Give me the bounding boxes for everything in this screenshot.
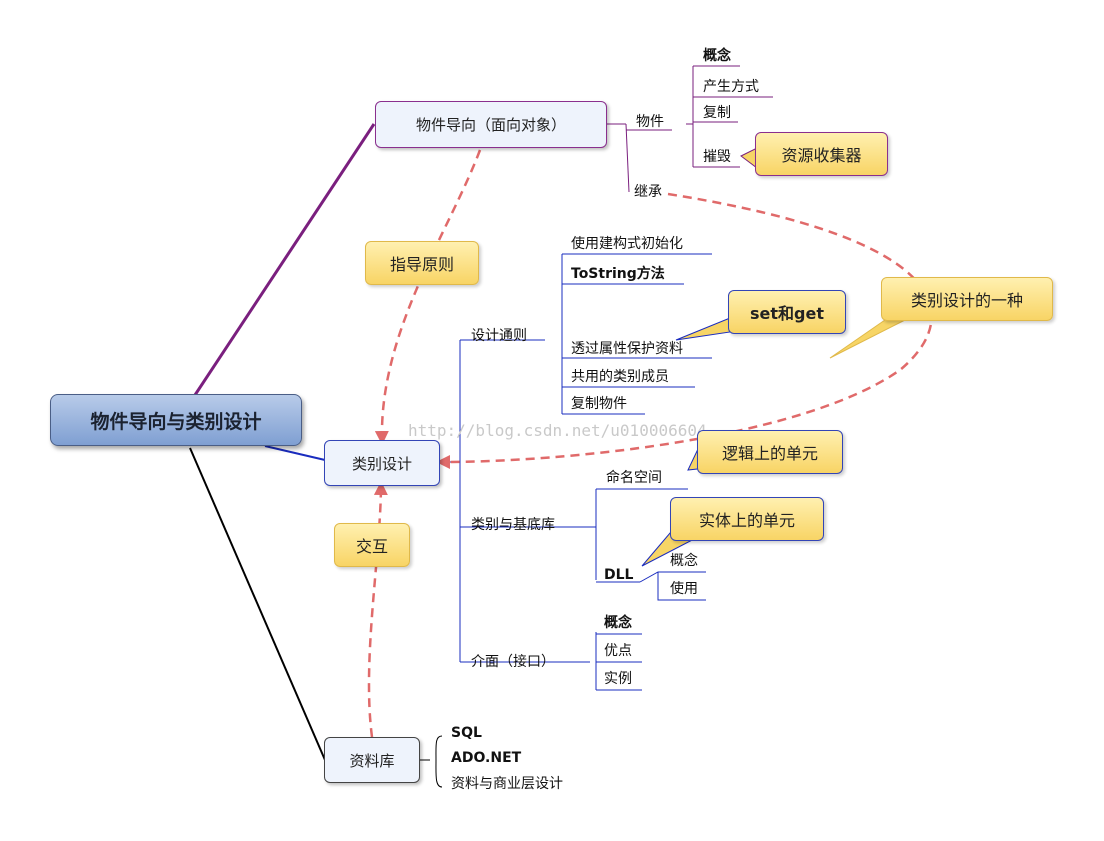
node-rule-constructor[interactable]: 使用建构式初始化 bbox=[571, 236, 683, 252]
node-object-copy[interactable]: 复制 bbox=[703, 105, 731, 121]
node-adonet[interactable]: ADO.NET bbox=[451, 750, 522, 766]
dashed-oop-to-class bbox=[374, 149, 482, 445]
branch-database[interactable]: 资料库 bbox=[324, 737, 420, 783]
node-class-library[interactable]: 类别与基底库 bbox=[471, 517, 555, 533]
node-namespace[interactable]: 命名空间 bbox=[606, 470, 662, 486]
node-rule-tostring[interactable]: ToString方法 bbox=[571, 266, 665, 282]
line-central-class bbox=[264, 445, 326, 461]
callout-guiding-principle[interactable]: 指导原则 bbox=[365, 241, 479, 285]
node-dll-concept[interactable]: 概念 bbox=[670, 553, 698, 569]
callout-logical-unit[interactable]: 逻辑上的单元 bbox=[697, 430, 843, 474]
line-central-oop bbox=[193, 123, 376, 396]
node-object[interactable]: 物件 bbox=[636, 114, 664, 130]
callout-interaction[interactable]: 交互 bbox=[334, 523, 410, 567]
callout-kind-of-class-design[interactable]: 类别设计的一种 bbox=[881, 277, 1053, 321]
node-dll-use[interactable]: 使用 bbox=[670, 581, 698, 597]
node-object-produce[interactable]: 产生方式 bbox=[703, 79, 759, 95]
callout-physical-unit[interactable]: 实体上的单元 bbox=[670, 497, 824, 541]
node-iface-concept[interactable]: 概念 bbox=[604, 615, 632, 631]
node-iface-advantage[interactable]: 优点 bbox=[604, 643, 632, 659]
callout-garbage-collector[interactable]: 资源收集器 bbox=[755, 132, 888, 176]
line-dll-children bbox=[639, 571, 706, 601]
pointer-setget bbox=[675, 317, 731, 341]
branch-class-design[interactable]: 类别设计 bbox=[324, 440, 440, 486]
central-topic[interactable]: 物件导向与类别设计 bbox=[50, 394, 302, 446]
branch-oop[interactable]: 物件导向（面向对象） bbox=[375, 101, 607, 148]
node-data-business[interactable]: 资料与商业层设计 bbox=[451, 776, 563, 792]
node-rule-property[interactable]: 透过属性保护资料 bbox=[571, 341, 683, 357]
watermark: http://blog.csdn.net/u010006604 bbox=[408, 421, 707, 440]
node-iface-example[interactable]: 实例 bbox=[604, 671, 632, 687]
node-dll[interactable]: DLL bbox=[604, 567, 634, 583]
node-sql[interactable]: SQL bbox=[451, 725, 482, 741]
callout-set-get[interactable]: set和get bbox=[728, 290, 846, 334]
line-object-vertical bbox=[686, 123, 694, 167]
node-object-concept[interactable]: 概念 bbox=[703, 48, 731, 64]
dashed-db-to-class bbox=[367, 481, 388, 738]
line-object-concept bbox=[692, 65, 740, 124]
line-oop-inherit bbox=[625, 123, 630, 193]
node-object-destroy[interactable]: 摧毁 bbox=[703, 149, 731, 165]
node-interface[interactable]: 介面（接口） bbox=[471, 654, 555, 670]
line-central-db bbox=[189, 447, 326, 761]
line-class-spine bbox=[440, 340, 461, 662]
node-rule-shared[interactable]: 共用的类别成员 bbox=[571, 369, 669, 385]
node-inherit[interactable]: 继承 bbox=[634, 184, 662, 200]
node-design-rules[interactable]: 设计通则 bbox=[471, 328, 527, 344]
node-rule-copy[interactable]: 复制物件 bbox=[571, 396, 627, 412]
